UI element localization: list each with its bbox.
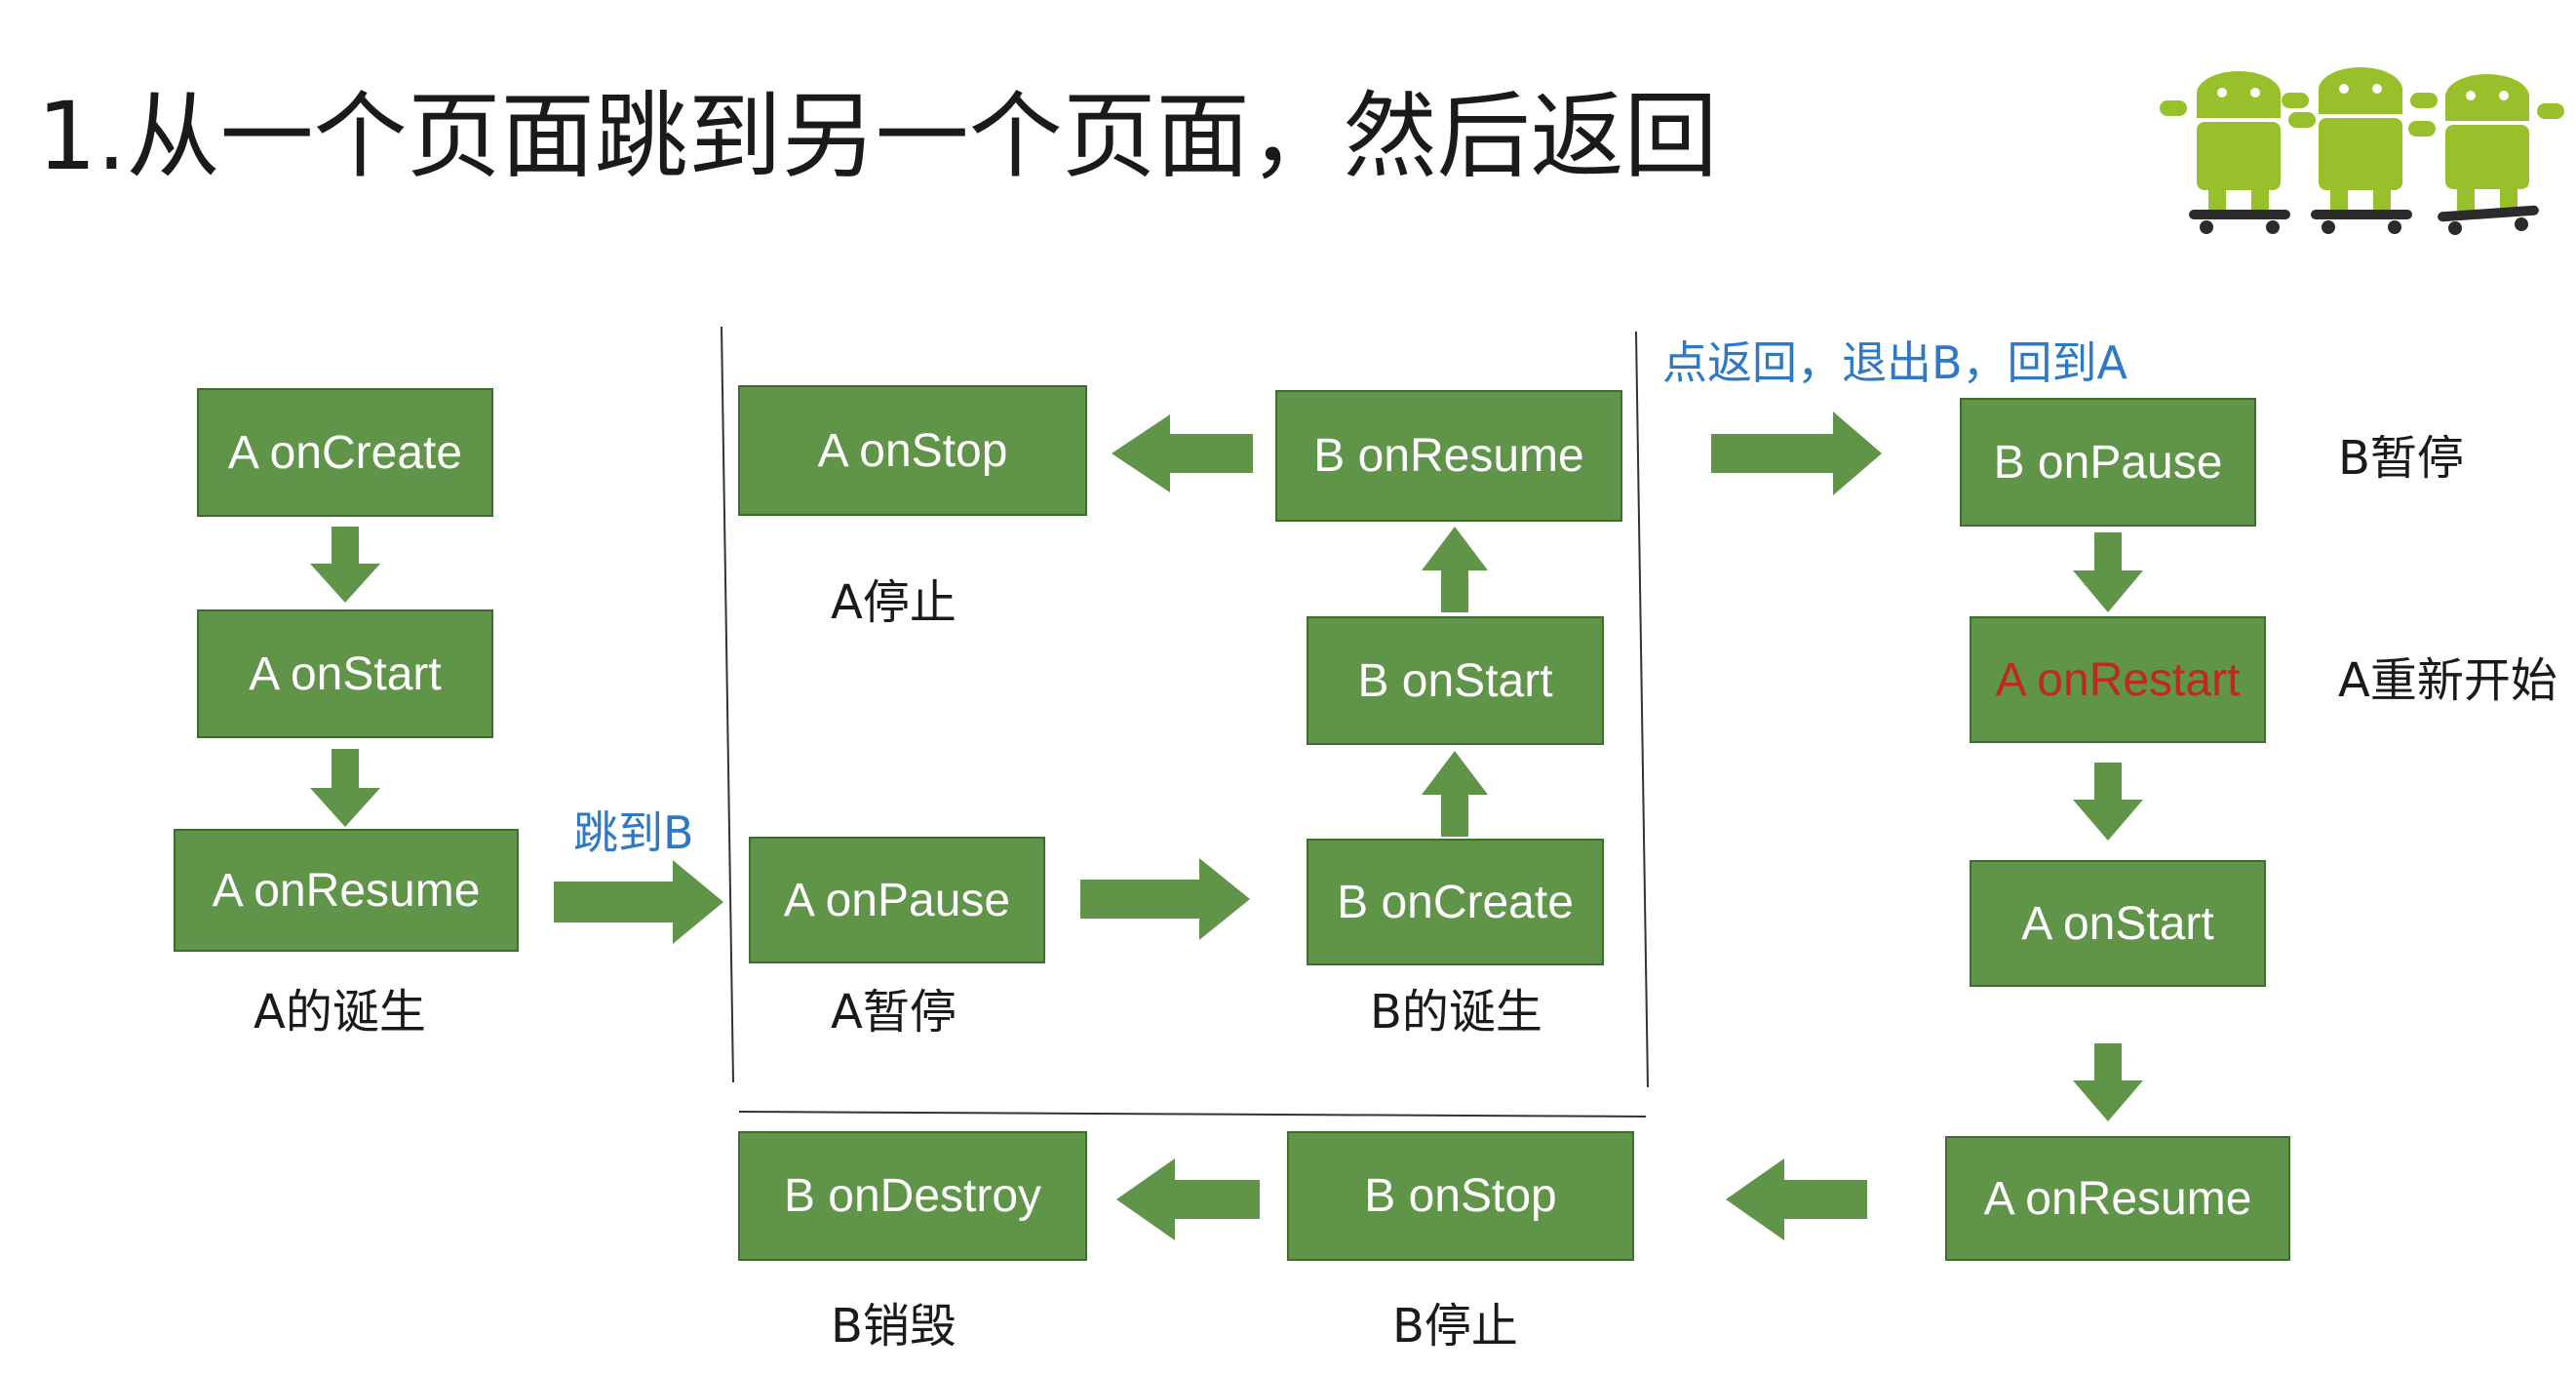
divider-line-left (721, 326, 734, 1083)
caption-a-restart: A重新开始 (2338, 653, 2557, 708)
caption-b-birth: B的诞生 (1370, 985, 1542, 1040)
caption-a-pause: A暂停 (831, 985, 956, 1040)
arrow-down (2073, 763, 2143, 841)
caption-a-stop: A停止 (831, 575, 956, 630)
caption-b-pause: B暂停 (2338, 431, 2464, 486)
node-b-onstart: B onStart (1307, 616, 1604, 745)
node-a-onstop: A onStop (738, 385, 1087, 516)
node-a-onrestart: A onRestart (1970, 616, 2266, 743)
node-a-onresume: A onResume (174, 829, 519, 952)
note-jump-to-b: 跳到B (573, 806, 694, 859)
arrow-left (1112, 414, 1253, 492)
node-a-onresume-2: A onResume (1945, 1136, 2290, 1261)
arrow-right (1080, 858, 1250, 940)
node-a-onpause: A onPause (749, 837, 1045, 963)
android-skateboard-icon (2408, 74, 2564, 235)
caption-b-stop: B停止 (1392, 1299, 1518, 1353)
android-skateboard-icon (2160, 71, 2316, 234)
node-b-ondestroy: B onDestroy (738, 1131, 1087, 1261)
node-b-onresume: B onResume (1275, 390, 1622, 522)
node-a-oncreate: A onCreate (197, 388, 493, 517)
node-a-onstart-2: A onStart (1970, 860, 2266, 987)
arrow-right (554, 860, 723, 944)
caption-b-destroy: B销毁 (831, 1299, 956, 1353)
divider-line-bottom (738, 1111, 1647, 1118)
node-a-onstart: A onStart (197, 609, 493, 738)
node-b-onstop: B onStop (1287, 1131, 1634, 1261)
arrow-up (1422, 751, 1488, 837)
arrow-down (2073, 1043, 2143, 1121)
arrow-down (310, 749, 380, 827)
arrow-left (1726, 1158, 1867, 1240)
node-b-onpause: B onPause (1960, 398, 2256, 527)
note-back: 点返回，退出B，回到A (1662, 336, 2128, 389)
divider-line-right (1635, 331, 1649, 1088)
android-skateboard-icon (2282, 67, 2438, 234)
arrow-up (1422, 527, 1488, 612)
node-b-oncreate: B onCreate (1307, 839, 1604, 965)
caption-a-birth: A的诞生 (254, 985, 426, 1040)
arrow-right (1711, 412, 1882, 495)
arrow-down (310, 527, 380, 603)
arrow-down (2073, 532, 2143, 612)
page-title: 1.从一个页面跳到另一个页面，然后返回 (37, 82, 1718, 191)
arrow-left (1116, 1158, 1260, 1240)
